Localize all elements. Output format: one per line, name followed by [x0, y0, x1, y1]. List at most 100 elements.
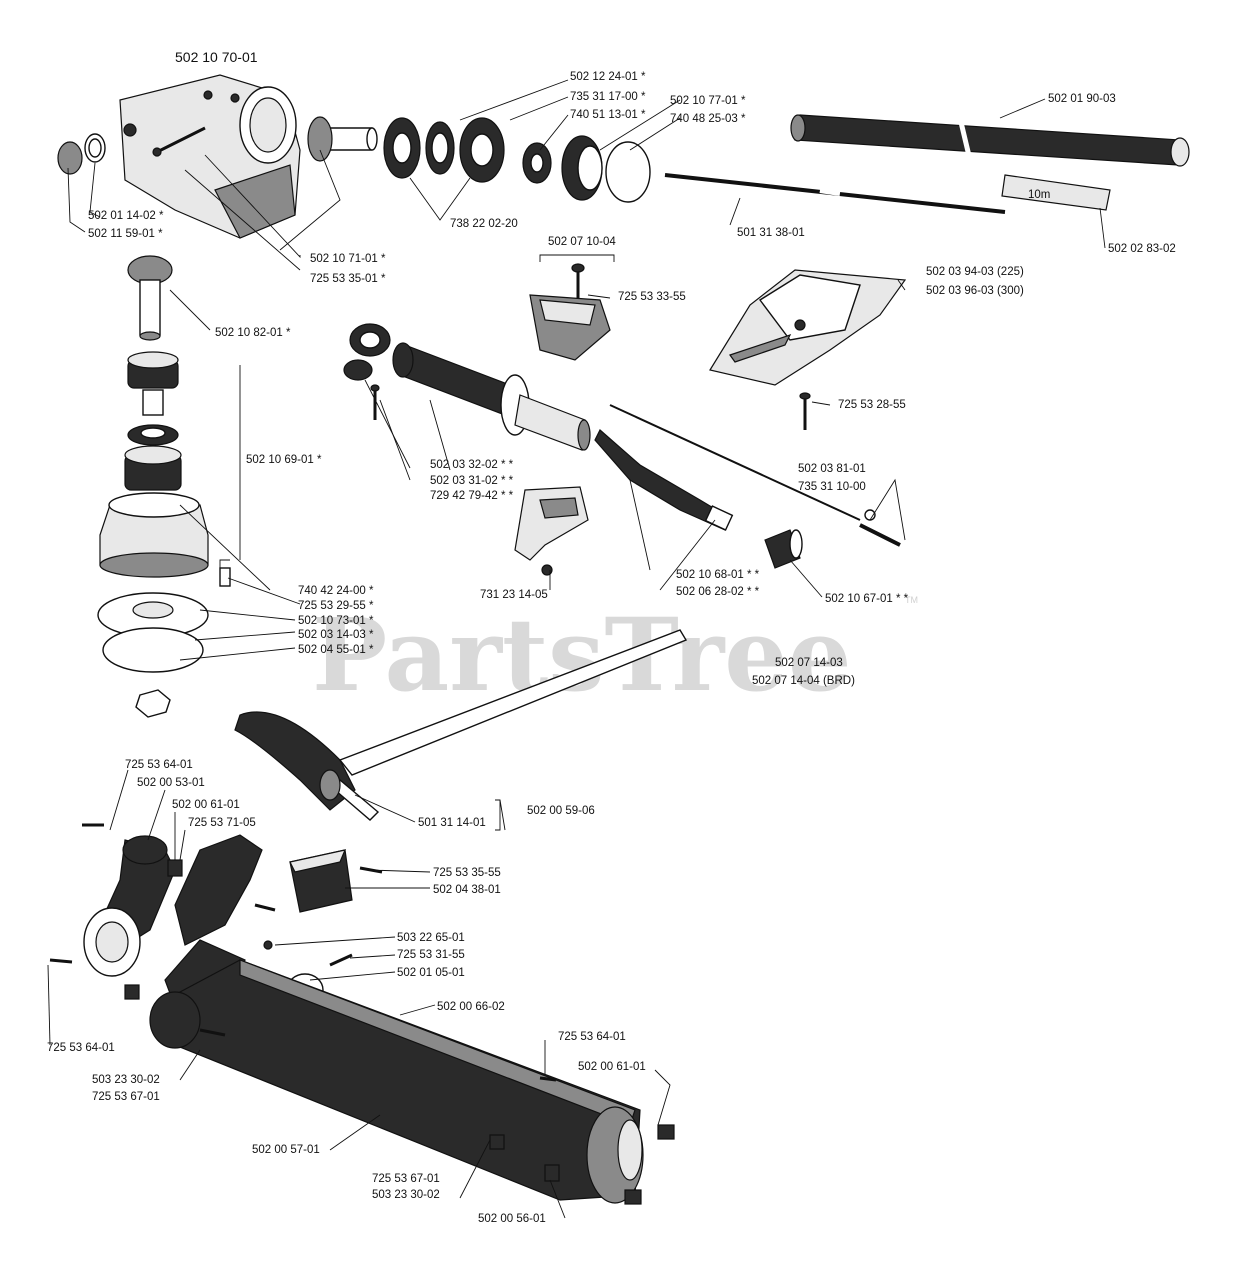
- lower-spacer[interactable]: [142, 389, 164, 416]
- label-502006101-right: 502 00 61-01: [578, 1061, 646, 1073]
- label-502038101: 502 03 81-01: [798, 463, 866, 475]
- label-503226501: 503 22 65-01: [397, 932, 465, 944]
- label-503233002-left: 503 23 30-02: [92, 1074, 160, 1086]
- clamp-ring[interactable]: [343, 323, 391, 381]
- pinion-shaft[interactable]: [307, 116, 378, 162]
- throttle-cable[interactable]: [594, 404, 861, 531]
- label-502033202: 502 03 32-02 * *: [430, 459, 514, 471]
- clamp-arm[interactable]: [83, 835, 176, 1000]
- bracket-screw[interactable]: [571, 263, 585, 298]
- label-502028302: 502 02 83-02: [1108, 243, 1176, 255]
- blade-guard[interactable]: [709, 269, 907, 386]
- gear-flange[interactable]: [99, 492, 209, 578]
- bearing-set[interactable]: [383, 117, 505, 183]
- lower-bearing-2[interactable]: [124, 445, 182, 491]
- part-labels: 502 12 24-01 * 735 31 17-00 * 740 51 13-…: [47, 71, 1176, 1225]
- drive-shaft[interactable]: [664, 173, 1006, 214]
- label-502071403: 502 07 14-03: [775, 657, 843, 669]
- label-735311000: 735 31 10-00: [798, 481, 866, 493]
- clamp-block[interactable]: [289, 849, 353, 913]
- handle-bracket[interactable]: [529, 294, 611, 361]
- arm-screws[interactable]: [49, 823, 183, 964]
- label-502071004: 502 07 10-04: [548, 236, 616, 248]
- label-502005906: 502 00 59-06: [527, 805, 595, 817]
- length-decal: 10m: [1001, 174, 1111, 211]
- drive-tube[interactable]: [790, 114, 1190, 167]
- label-725533555: 725 53 35-55: [433, 867, 501, 879]
- housing-cap[interactable]: [57, 133, 106, 175]
- label-740511301: 740 51 13-01 *: [570, 109, 646, 121]
- grip-screw[interactable]: [370, 384, 380, 420]
- support-cup[interactable]: [97, 592, 209, 673]
- label-502108201: 502 10 82-01 *: [215, 327, 291, 339]
- assembly-label: 502 10 70-01: [175, 49, 258, 65]
- label-729427942: 729 42 79-42 * *: [430, 490, 514, 502]
- lock-ring[interactable]: [605, 141, 651, 203]
- knurled-nut[interactable]: [764, 529, 803, 569]
- watermark-trademark: TM: [905, 595, 918, 605]
- label-502011402: 502 01 14-02 *: [88, 210, 164, 222]
- label-740422400: 740 42 24-00 *: [298, 585, 374, 597]
- hex-nut[interactable]: [135, 689, 171, 718]
- label-502006101-top: 502 00 61-01: [172, 799, 240, 811]
- spacer-ring[interactable]: [522, 142, 552, 184]
- label-502107101: 502 10 71-01 *: [310, 253, 386, 265]
- loop-handle[interactable]: [234, 629, 688, 821]
- label-502107701: 502 10 77-01 *: [670, 95, 746, 107]
- label-502033102: 502 03 31-02 * *: [430, 475, 514, 487]
- label-502019003: 502 01 90-03: [1048, 93, 1116, 105]
- flange-screw[interactable]: [219, 567, 231, 587]
- grip-handle[interactable]: [392, 342, 591, 451]
- label-502106801: 502 10 68-01 * *: [676, 569, 760, 581]
- label-502106701: 502 10 67-01 * *: [825, 593, 909, 605]
- housing-screw[interactable]: [152, 126, 206, 157]
- label-725536401-right: 725 53 64-01: [558, 1031, 626, 1043]
- threaded-sleeve[interactable]: [561, 135, 603, 201]
- label-738220220: 738 22 02-20: [450, 218, 518, 230]
- label-725536701-left: 725 53 67-01: [92, 1091, 160, 1103]
- label-501313801: 501 31 38-01: [737, 227, 805, 239]
- label-725533155: 725 53 31-55: [397, 949, 465, 961]
- label-502115901: 502 11 59-01 *: [88, 228, 163, 240]
- bevel-gear[interactable]: [127, 255, 173, 341]
- guard-screw[interactable]: [799, 392, 811, 430]
- label-725533501: 725 53 35-01 *: [310, 273, 386, 285]
- label-502107301: 502 10 73-01 *: [298, 615, 374, 627]
- main-clamp-tube[interactable]: [149, 959, 644, 1204]
- label-502062802: 502 06 28-02 * *: [676, 586, 760, 598]
- label-725532855: 725 53 28-55: [838, 399, 906, 411]
- gear-housing[interactable]: [119, 74, 301, 239]
- label-503233002-bottom: 503 23 30-02: [372, 1189, 440, 1201]
- label-731231405: 731 23 14-05: [480, 589, 548, 601]
- lower-bearing[interactable]: [127, 351, 179, 389]
- label-502006602: 502 00 66-02: [437, 1001, 505, 1013]
- watermark-text: PartsTree: [312, 596, 852, 714]
- label-725536401-left: 725 53 64-01: [47, 1042, 115, 1054]
- label-502010501: 502 01 05-01: [397, 967, 465, 979]
- label-502122401: 502 12 24-01 *: [570, 71, 646, 83]
- decal-text: 10m: [1028, 189, 1050, 201]
- nut-small[interactable]: [541, 564, 553, 576]
- label-502045501: 502 04 55-01 *: [298, 644, 374, 656]
- cable-pin[interactable]: [859, 509, 901, 547]
- label-740482503: 740 48 25-03 *: [670, 113, 746, 125]
- label-502005601: 502 00 56-01: [478, 1213, 546, 1225]
- trigger-part[interactable]: [514, 486, 589, 561]
- label-502106901: 502 10 69-01 *: [246, 454, 322, 466]
- label-725533355: 725 53 33-55: [618, 291, 686, 303]
- label-725537105: 725 53 71-05: [188, 817, 256, 829]
- label-735311700: 735 31 17-00 *: [570, 91, 646, 103]
- label-501311401: 501 31 14-01: [418, 817, 486, 829]
- label-brackets: [219, 254, 615, 831]
- label-725536701-bottom: 725 53 67-01: [372, 1173, 440, 1185]
- end-plugs[interactable]: [199, 1028, 675, 1205]
- label-725536401-top: 725 53 64-01: [125, 759, 193, 771]
- label-502005701: 502 00 57-01: [252, 1144, 320, 1156]
- label-502005301: 502 00 53-01: [137, 777, 205, 789]
- label-502039603: 502 03 96-03 (300): [926, 285, 1024, 297]
- label-502039403: 502 03 94-03 (225): [926, 266, 1024, 278]
- label-502031403: 502 03 14-03 *: [298, 629, 374, 641]
- lower-ring[interactable]: [127, 424, 179, 446]
- label-725532955: 725 53 29-55 *: [298, 600, 374, 612]
